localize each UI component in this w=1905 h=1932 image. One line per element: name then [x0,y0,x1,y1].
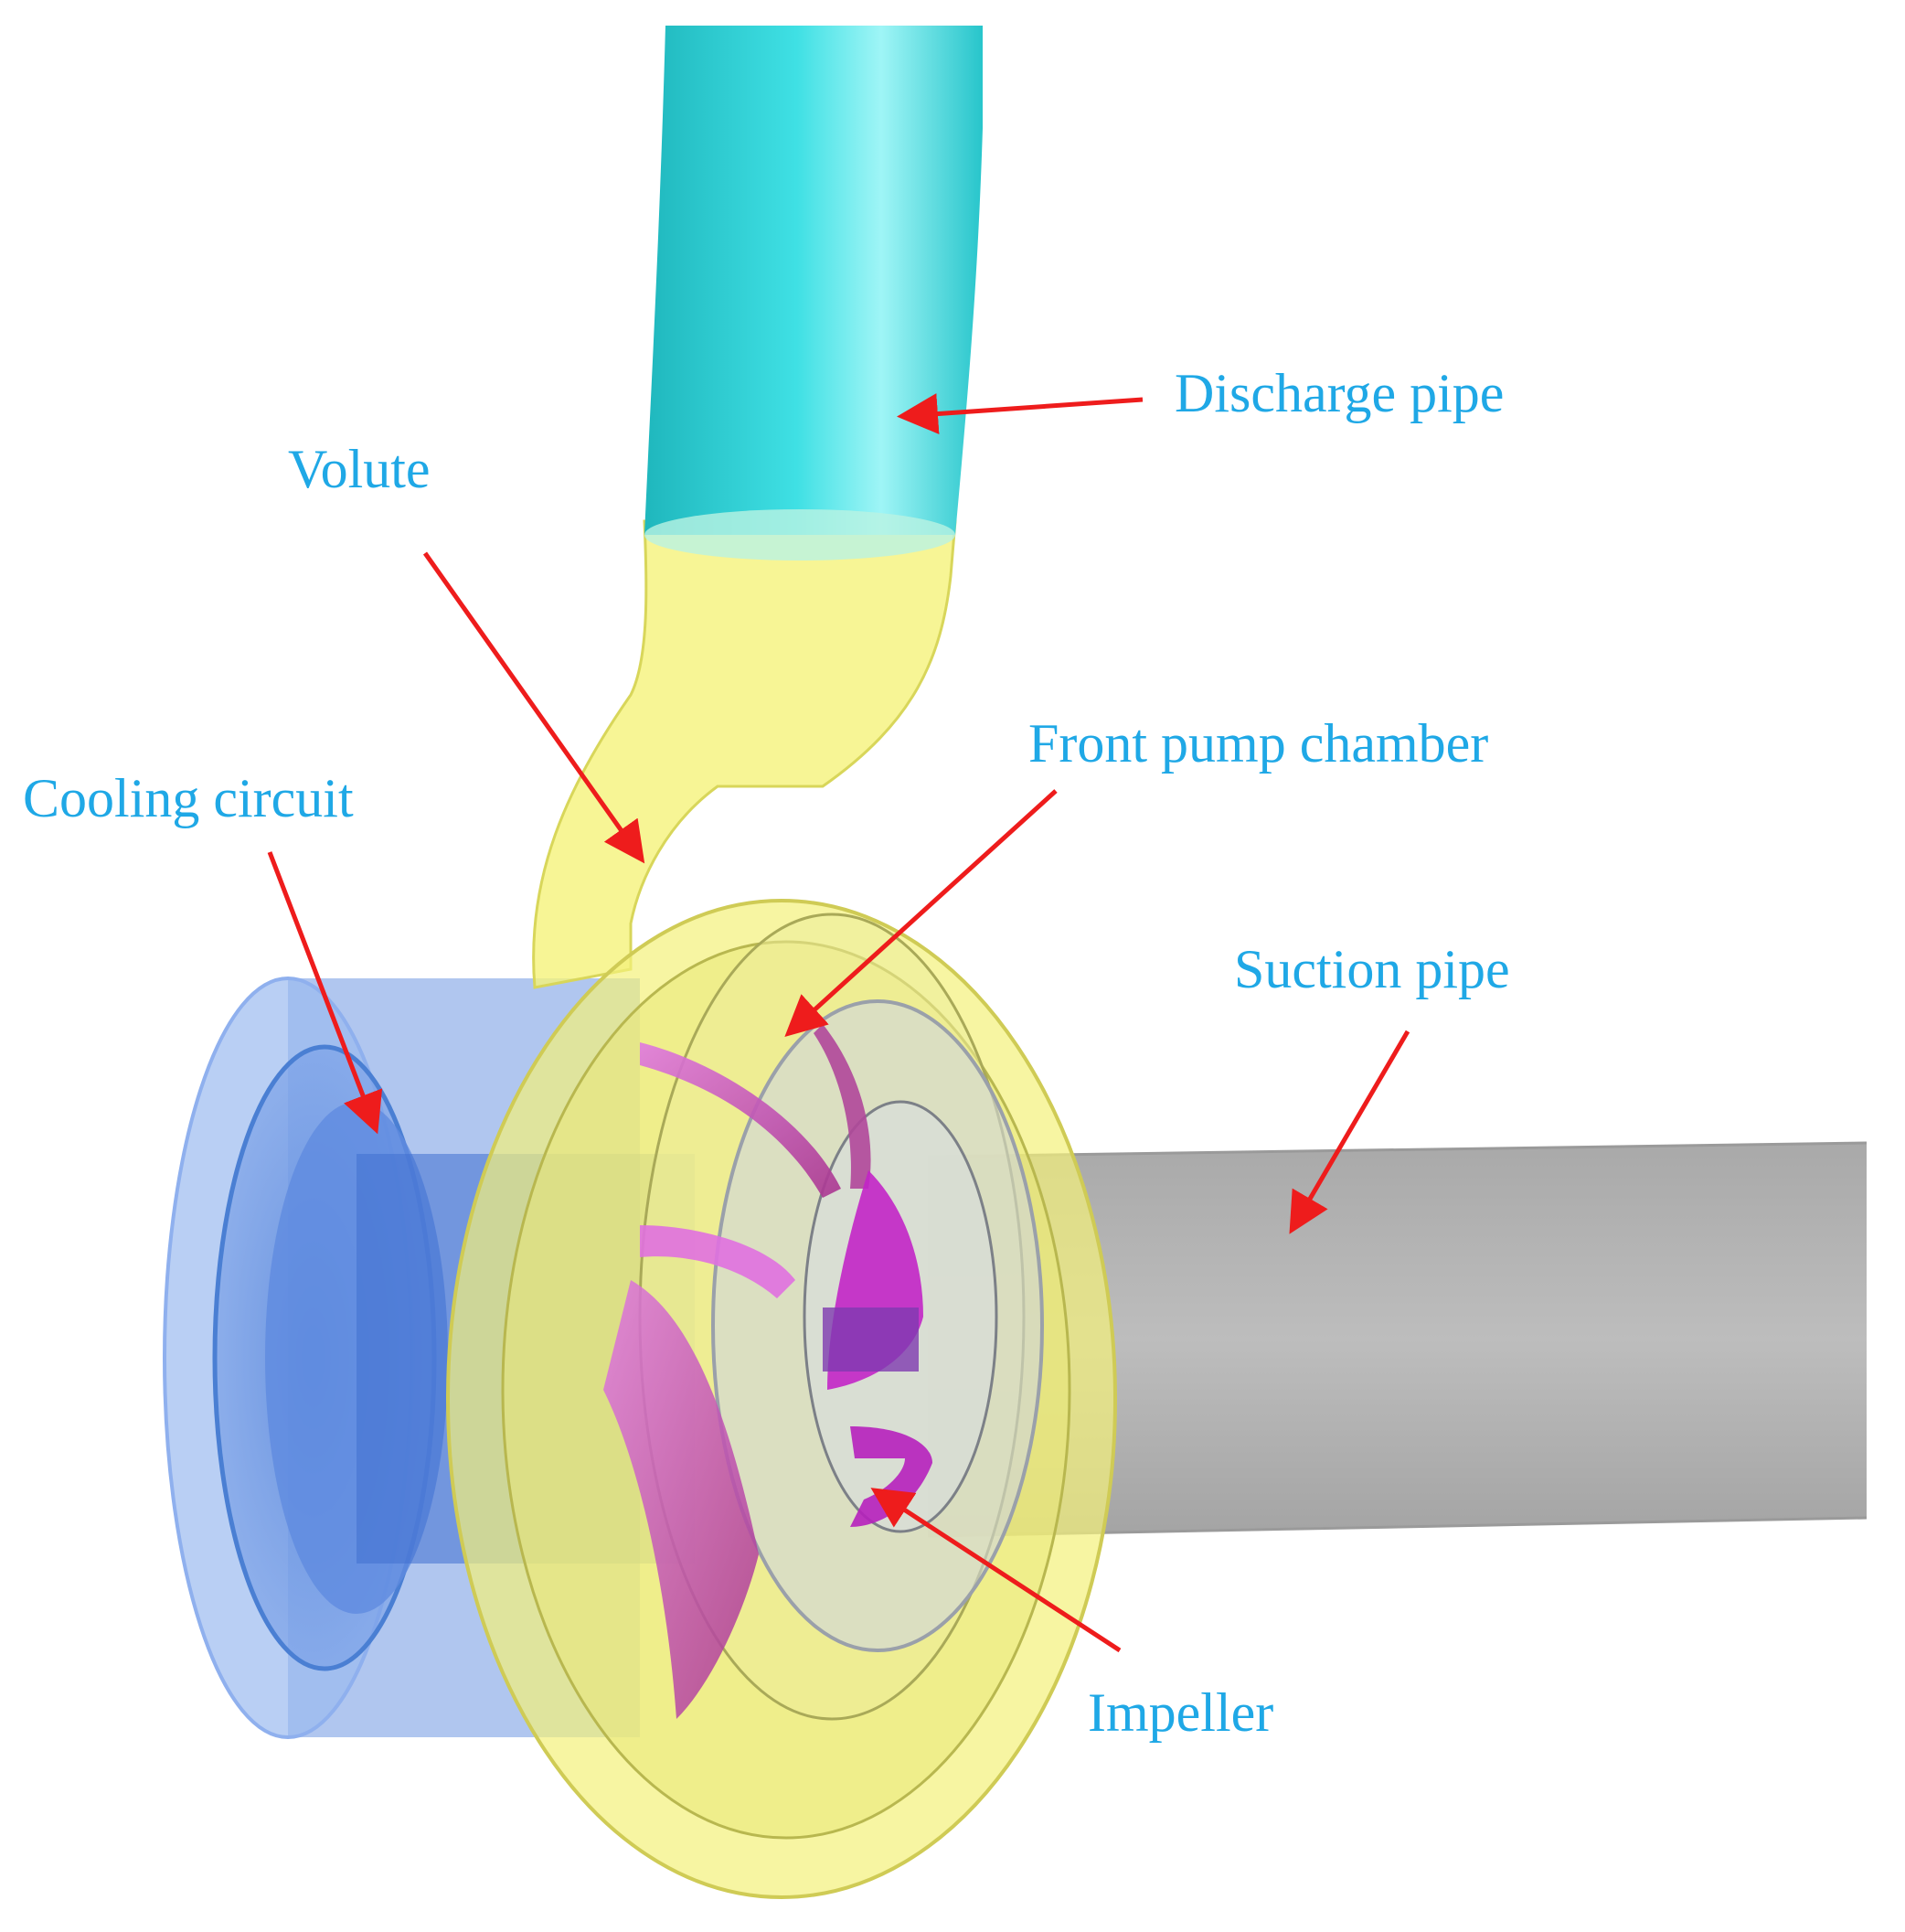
front-pump-chamber-arrow [784,789,1058,1038]
volute-arrow [422,551,645,864]
discharge-pipe-shape [644,26,983,560]
impeller-arrow [870,1488,1122,1653]
discharge-pipe-label: Discharge pipe [1175,363,1504,423]
front-pump-chamber-label: Front pump chamber [1028,713,1488,774]
discharge-pipe-arrow [897,393,1144,434]
suction-pipe-label: Suction pipe [1234,939,1510,999]
cooling-circuit-label: Cooling circuit [23,768,354,828]
cooling-circuit-arrow [267,851,383,1135]
volute-label: Volute [288,439,431,499]
impeller-label: Impeller [1088,1682,1273,1743]
suction-pipe-arrow [1289,1030,1410,1234]
impeller-shape [603,1024,932,1719]
